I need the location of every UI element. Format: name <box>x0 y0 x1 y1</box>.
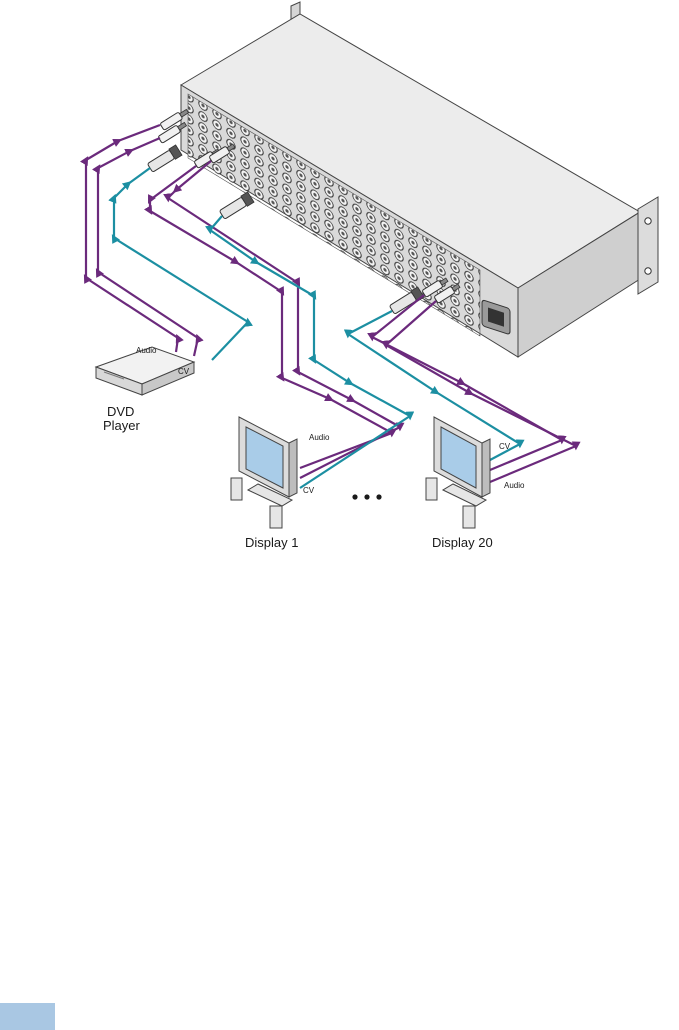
matrix-switcher-device <box>181 2 658 357</box>
page-corner-tab <box>0 1003 55 1030</box>
display-1-audio-label: Audio <box>309 433 330 442</box>
dvd-player-title-line2: Player <box>103 418 141 433</box>
display-1-title: Display 1 <box>245 535 298 550</box>
dvd-audio-label: Audio <box>136 346 157 355</box>
display-20-video-label: CV <box>499 442 511 451</box>
connection-diagram: Audio CV DVD Player Audio CV Display 1 C… <box>0 0 679 600</box>
more-displays-ellipsis <box>352 494 381 499</box>
display-20-icon <box>426 417 490 528</box>
display-20-audio-label: Audio <box>504 481 525 490</box>
dvd-video-label: CV <box>178 367 190 376</box>
mounting-hole <box>645 268 651 274</box>
mounting-hole <box>645 218 651 224</box>
bnc-plug-icon <box>147 145 182 173</box>
display-1-video-label: CV <box>303 486 315 495</box>
display-1-icon <box>231 417 297 528</box>
dvd-player-title-line1: DVD <box>107 404 134 419</box>
front-mounting-ear <box>638 197 658 294</box>
bnc-plug-icon <box>219 192 254 220</box>
display-20-title: Display 20 <box>432 535 493 550</box>
video-cable <box>114 168 248 360</box>
